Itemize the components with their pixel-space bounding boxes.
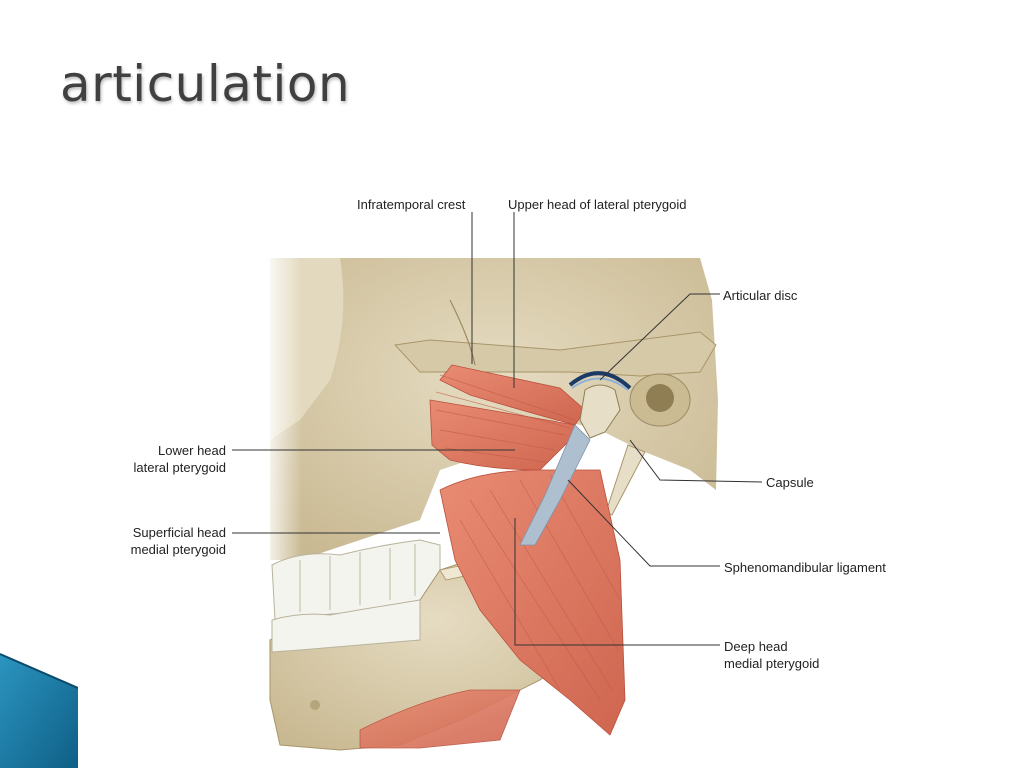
leader-sphenomandibular [567, 479, 720, 567]
sphenomandibular-ligament [519, 424, 591, 546]
leader-articular-disc [599, 293, 720, 381]
label-sphenomandibular-ligament: Sphenomandibular ligament [724, 560, 886, 575]
slide-title: articulation [60, 55, 351, 113]
leader-lines [232, 212, 763, 646]
label-superficial-head-medial-pterygoid: Superficial head medial pterygoid [130, 525, 226, 557]
label-deep-head-medial-pterygoid: Deep head medial pterygoid [724, 639, 820, 671]
skull-bone [270, 258, 718, 560]
label-lower-head-lateral-pterygoid: Lower head lateral pterygoid [133, 443, 227, 475]
label-articular-disc: Articular disc [723, 288, 798, 303]
label-capsule: Capsule [766, 475, 814, 490]
label-infratemporal-crest: Infratemporal crest [357, 197, 466, 212]
tmj-condyle [568, 371, 632, 439]
medial-pterygoid-muscle [359, 469, 626, 749]
label-upper-head-lateral-pterygoid: Upper head of lateral pterygoid [508, 197, 687, 212]
slide-corner-accent [0, 653, 78, 768]
leader-capsule [629, 439, 763, 483]
upper-teeth [271, 539, 441, 621]
leader-deep-head [514, 518, 720, 646]
